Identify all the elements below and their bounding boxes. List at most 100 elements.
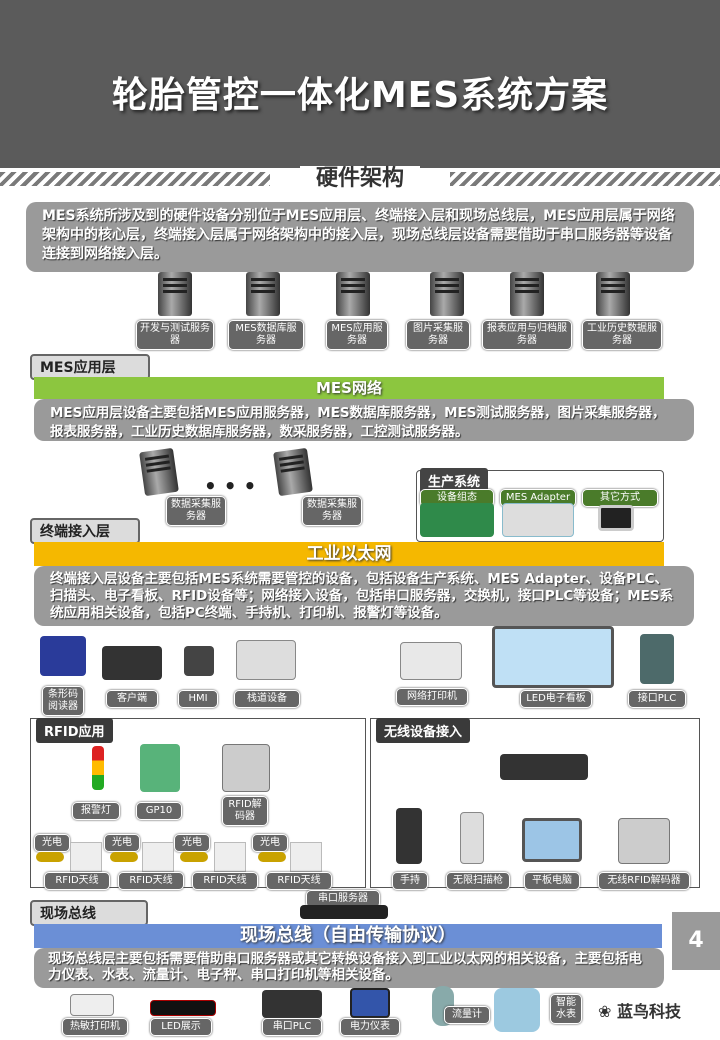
wireless-scanner-icon [460, 812, 484, 864]
server-label: MES应用服务器 [326, 320, 388, 350]
stack-device-icon [236, 640, 296, 680]
photoelectric-sensor-icon [258, 852, 286, 862]
led-display-icon [150, 1000, 216, 1016]
antenna-label: RFID天线 [192, 872, 258, 890]
device-label: HMI [178, 690, 218, 708]
rfid-antenna-icon [142, 842, 174, 872]
watermark-text: 蓝鸟科技 [616, 1002, 681, 1021]
stripe-left [0, 172, 270, 186]
industrial-ethernet-bar: 工业以太网 [34, 542, 664, 566]
interface-plc-icon [640, 634, 674, 684]
collect-server-label: 数据采集服务器 [166, 496, 226, 526]
device-label: 网络打印机 [396, 688, 468, 706]
header-banner [0, 0, 720, 168]
rfid-label: RFID应用 [36, 718, 113, 743]
device-label: LED电子看板 [520, 690, 592, 708]
thermal-printer-icon [70, 994, 114, 1016]
sensor-label: 光电 [104, 834, 140, 852]
field-layer-desc: 现场总线层主要包括需要借助串口服务器或其它转换设备接入到工业以太网的相关设备，主… [34, 948, 664, 988]
rfid-antenna-icon [214, 842, 246, 872]
device-label: 客户端 [106, 690, 158, 708]
page-title: 轮胎管控一体化MES系统方案 [111, 75, 609, 116]
handheld-icon [396, 808, 422, 864]
rfid-item: GP10 [136, 802, 182, 820]
power-meter-icon [350, 988, 390, 1018]
watermark: ❀ 蓝鸟科技 [598, 1002, 681, 1021]
serial-plc-icon [262, 990, 322, 1018]
wireless-rfid-decoder-icon [618, 818, 670, 864]
field-device-label: 智能水表 [550, 994, 582, 1024]
alarm-light-icon [92, 746, 104, 790]
rfid-antenna-icon [290, 842, 322, 872]
collect-server-icon [139, 447, 179, 497]
network-printer-icon [400, 642, 462, 680]
server-label: 报表应用与归档服务器 [482, 320, 572, 350]
monitor-icon [598, 505, 634, 531]
field-device-label: 流量计 [444, 1006, 490, 1024]
server-label: 图片采集服务器 [406, 320, 470, 350]
server-label: 开发与测试服务器 [136, 320, 214, 350]
field-device-label: 热敏打印机 [62, 1018, 128, 1036]
led-board-icon [492, 626, 614, 688]
production-system-label: 生产系统 [420, 468, 489, 493]
rfid-item: RFID解码器 [222, 796, 268, 826]
server-icon [336, 272, 370, 316]
wireless-item: 手持 [392, 872, 428, 890]
collect-server-label: 数据采集服务器 [302, 496, 362, 526]
server-label: MES数据库服务器 [228, 320, 304, 350]
device-label: 接口PLC [628, 690, 686, 708]
adapter-screen [502, 503, 574, 537]
terminal-layer-label: 终端接入层 [30, 518, 140, 544]
stripe-right [450, 172, 720, 186]
field-layer-label: 现场总线 [30, 900, 148, 926]
subtitle: 硬件架构 [0, 162, 720, 196]
sensor-label: 光电 [174, 834, 210, 852]
field-device-label: 串口PLC [262, 1018, 322, 1036]
photoelectric-sensor-icon [110, 852, 138, 862]
production-system-box [416, 470, 664, 542]
field-device-label: LED展示 [150, 1018, 212, 1036]
collect-server-icon [273, 447, 313, 497]
mes-network-bar: MES网络 [34, 377, 664, 399]
rfid-item: 报警灯 [72, 802, 120, 820]
antenna-label: RFID天线 [118, 872, 184, 890]
terminal-layer-desc: 终端接入层设备主要包括MES系统需要管控的设备，包括设备生产系统、MES Ada… [34, 566, 694, 626]
page-number: 4 [672, 912, 720, 970]
client-pc-icon [102, 646, 162, 680]
device-label: 条形码阅读器 [42, 686, 84, 716]
server-icon [596, 272, 630, 316]
sensor-label: 光电 [34, 834, 70, 852]
gp10-icon [140, 744, 180, 792]
device-config-panel [420, 503, 494, 537]
water-meter-icon [494, 988, 540, 1032]
photoelectric-sensor-icon [180, 852, 208, 862]
mes-layer-desc: MES应用层设备主要包括MES应用服务器，MES数据库服务器，MES测试服务器，… [34, 399, 694, 441]
field-bus-bar: 现场总线（自由传输协议） [34, 924, 662, 948]
wireless-item: 无线RFID解码器 [598, 872, 690, 890]
server-icon [246, 272, 280, 316]
wireless-item: 平板电脑 [524, 872, 580, 890]
wireless-label: 无线设备接入 [376, 718, 471, 743]
antenna-label: RFID天线 [44, 872, 110, 890]
server-icon [510, 272, 544, 316]
sensor-label: 光电 [252, 834, 288, 852]
hmi-icon [184, 646, 214, 676]
prod-item: 其它方式 [582, 489, 658, 507]
tablet-icon [522, 818, 582, 862]
wireless-item: 无限扫描枪 [446, 872, 510, 890]
photoelectric-sensor-icon [36, 852, 64, 862]
ellipsis: • • • [204, 474, 257, 498]
rfid-antenna-icon [70, 842, 102, 872]
antenna-label: RFID天线 [266, 872, 332, 890]
field-device-label: 电力仪表 [340, 1018, 400, 1036]
wireless-router-icon [500, 754, 588, 780]
serial-server-icon [300, 905, 388, 919]
subtitle-text: 硬件架构 [299, 166, 420, 191]
server-icon [158, 272, 192, 316]
server-icon [430, 272, 464, 316]
rfid-decoder-icon [222, 744, 270, 792]
intro-text: MES系统所涉及到的硬件设备分别位于MES应用层、终端接入层和现场总线层，MES… [26, 202, 694, 272]
barcode-reader-icon [40, 636, 86, 676]
device-label: 栈道设备 [234, 690, 300, 708]
server-label: 工业历史数据服务器 [582, 320, 662, 350]
